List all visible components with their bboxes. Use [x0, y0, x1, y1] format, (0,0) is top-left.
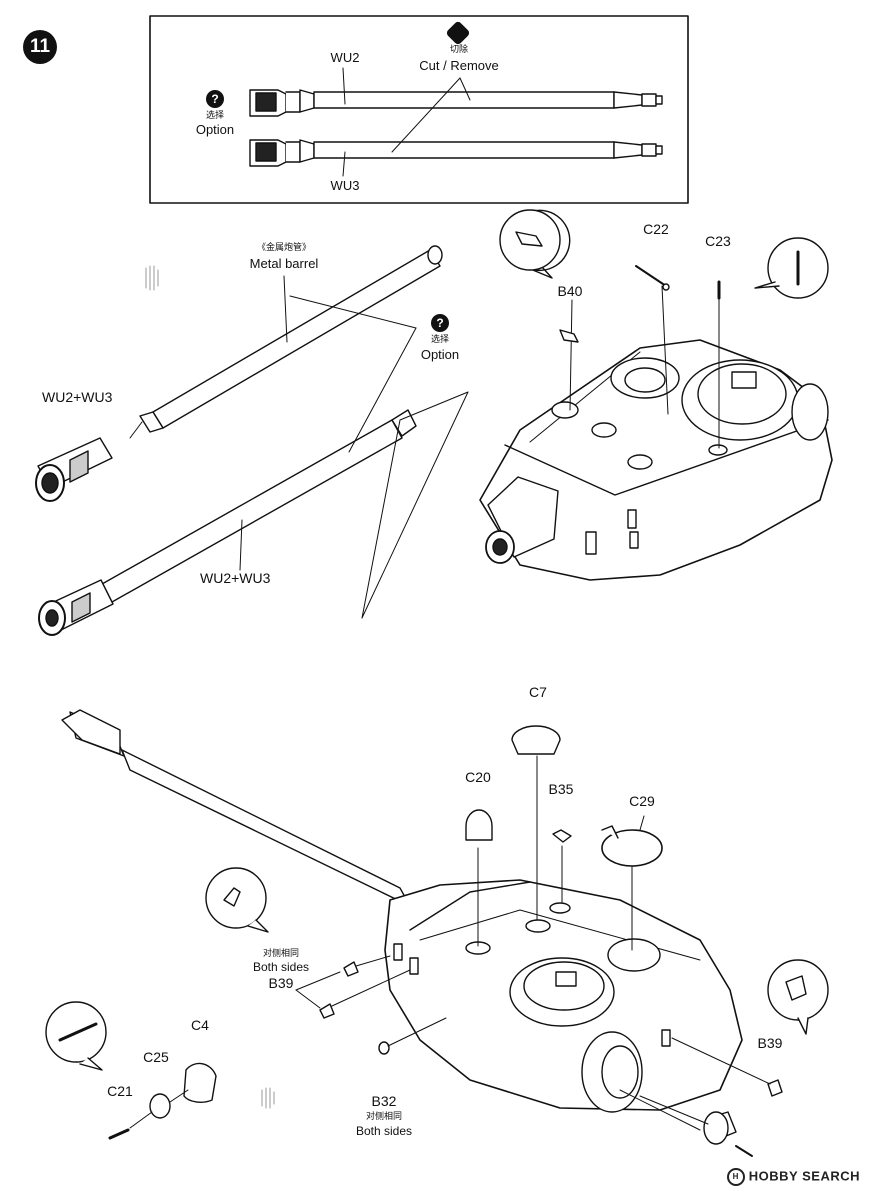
- c4-c25-c21-parts: [108, 1062, 217, 1140]
- part-b39-label-right: B39: [757, 1035, 783, 1051]
- part-b40-label: B40: [557, 283, 583, 299]
- c21-detail-bubble: [45, 1001, 107, 1071]
- cut-label-cn: 切除: [449, 44, 469, 54]
- part-b35-label: B35: [548, 781, 574, 797]
- wu3-barrel-drawing: [249, 139, 663, 167]
- watermark-logo-icon: H: [726, 1168, 745, 1186]
- question-icon: ?: [431, 314, 449, 332]
- lower-turret-drawing: [61, 709, 743, 1113]
- option-label-en: Option: [195, 122, 235, 137]
- part-c7-label: C7: [529, 684, 547, 700]
- both-sides-label-cn-2: 对侧相同: [365, 1111, 403, 1121]
- barrel-option-label-en: Option: [420, 347, 460, 362]
- option-label-cn: 选择: [205, 110, 225, 120]
- both-sides-label-cn-1: 对侧相同: [262, 948, 300, 958]
- part-b32-label: B32: [371, 1093, 397, 1109]
- cut-label-en: Cut / Remove: [419, 58, 499, 73]
- b39-right-detail-bubble: [767, 959, 829, 1035]
- both-sides-label-en-1: Both sides: [252, 960, 310, 974]
- part-c25-label: C25: [143, 1049, 169, 1065]
- metal-barrel-label-cn: 《金属炮管》: [256, 242, 312, 252]
- metal-barrel-drawing: [139, 245, 443, 433]
- wu2-wu3-label-bottom: WU2+WU3: [200, 570, 271, 586]
- b39-left-detail-bubble: [205, 867, 269, 933]
- right-mantlet-drawing: [619, 1089, 753, 1157]
- c23-detail-bubble: [754, 237, 829, 299]
- wu2-wu3-label-top: WU2+WU3: [42, 389, 113, 405]
- wu3-label: WU3: [330, 178, 360, 193]
- part-c21-label: C21: [107, 1083, 133, 1099]
- barrel-option-label-cn: 选择: [430, 334, 450, 344]
- metal-barrel-label-en: Metal barrel: [249, 256, 319, 271]
- muzzle-brake-drawing-top: [35, 437, 113, 502]
- wu2-barrel-drawing: [249, 89, 663, 117]
- b40-detail-bubble: [499, 209, 571, 279]
- wu2-label: WU2: [330, 50, 360, 65]
- plastic-barrel-drawing: [38, 409, 417, 636]
- upper-turret-drawing: [479, 339, 833, 581]
- part-c4-label: C4: [191, 1017, 209, 1033]
- part-c29-label: C29: [629, 793, 655, 809]
- part-c22-label: C22: [643, 221, 669, 237]
- step-number: 11: [23, 30, 57, 64]
- watermark-text: HOBBY SEARCH: [748, 1168, 860, 1184]
- part-c20-label: C20: [465, 769, 491, 785]
- question-icon: ?: [206, 90, 224, 108]
- option-box-frame: [149, 15, 689, 204]
- part-b39-label-left: B39: [268, 975, 294, 991]
- part-c23-label: C23: [705, 233, 731, 249]
- both-sides-label-en-2: Both sides: [355, 1124, 413, 1138]
